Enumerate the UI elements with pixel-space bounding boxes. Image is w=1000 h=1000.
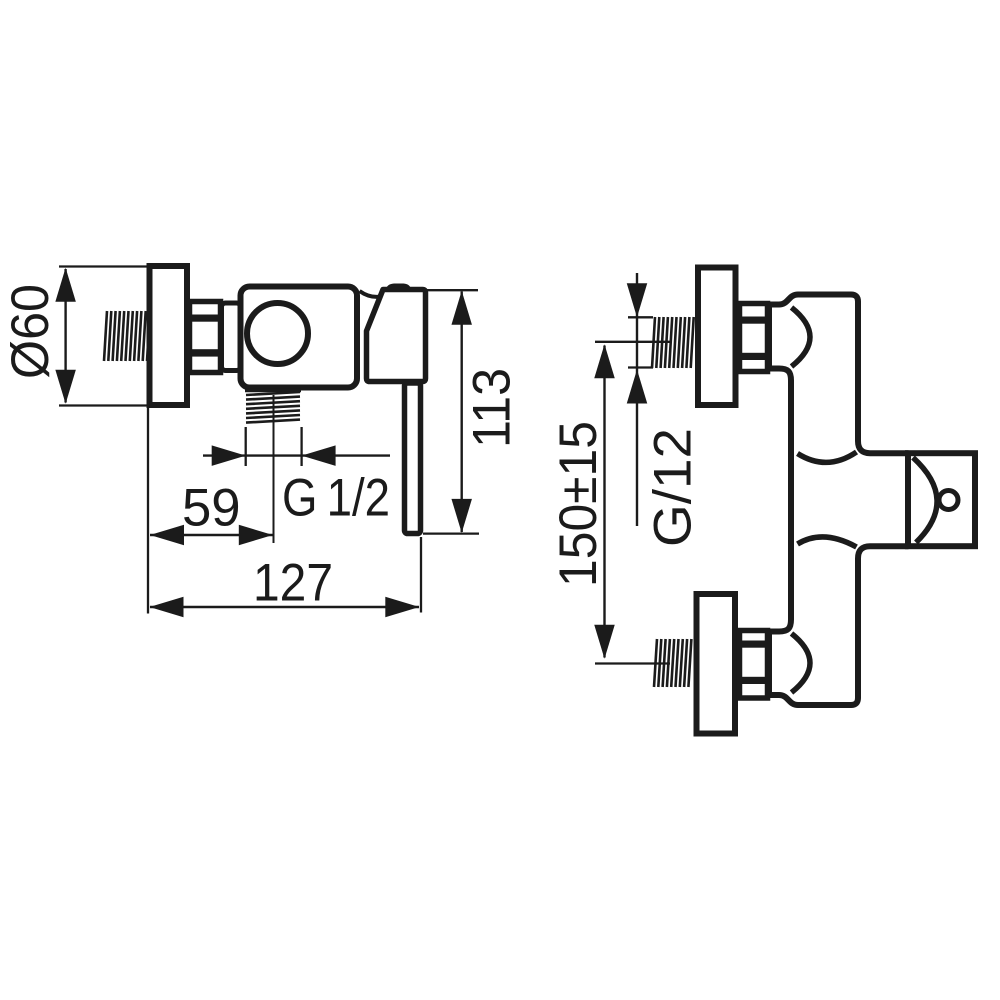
svg-text:113: 113 [463,368,522,448]
svg-text:127: 127 [253,554,333,613]
svg-text:G/12: G/12 [644,428,703,547]
svg-text:150±15: 150±15 [549,421,608,587]
svg-text:G 1/2: G 1/2 [282,468,390,527]
svg-text:Ø60: Ø60 [1,284,60,379]
svg-text:59: 59 [182,479,241,538]
